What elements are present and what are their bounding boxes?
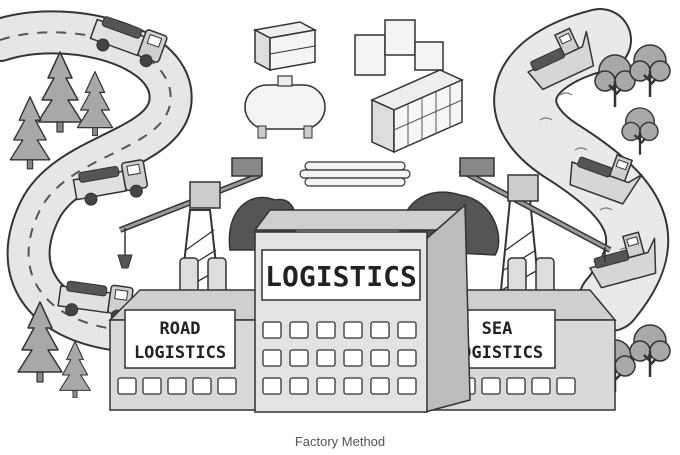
- sea-sign-line2: LOGISTICS: [451, 343, 543, 363]
- crane-icon: [458, 157, 612, 301]
- tree-icon: [628, 323, 672, 379]
- cargo-items: [244, 19, 464, 187]
- road-logistics-building: ROAD LOGISTICS: [108, 289, 271, 411]
- tree-icon: [37, 51, 83, 133]
- tank-icon: [244, 75, 326, 139]
- main-logistics-building: LOGISTICS: [253, 203, 471, 413]
- tree-icon: [593, 53, 637, 109]
- pipes-icon: [299, 161, 411, 187]
- container-icon: [354, 19, 444, 76]
- tree-icon: [620, 106, 660, 156]
- road-sign-line1: ROAD: [160, 319, 201, 339]
- tree-icon: [9, 96, 51, 170]
- main-sign: LOGISTICS: [265, 260, 417, 293]
- factory-method-illustration: ROAD LOGISTICS SEA LOGISTICS LOG: [0, 8, 672, 413]
- crane-icon: [117, 157, 263, 301]
- tree-icon: [628, 43, 672, 99]
- tree-icon: [76, 70, 114, 137]
- tree-icon: [59, 340, 91, 398]
- container-icon: [370, 69, 464, 154]
- road-sign-line2: LOGISTICS: [134, 343, 226, 363]
- sea-sign-line1: SEA: [482, 319, 513, 339]
- container-icon: [252, 21, 318, 72]
- figure-caption: Factory Method: [294, 434, 386, 449]
